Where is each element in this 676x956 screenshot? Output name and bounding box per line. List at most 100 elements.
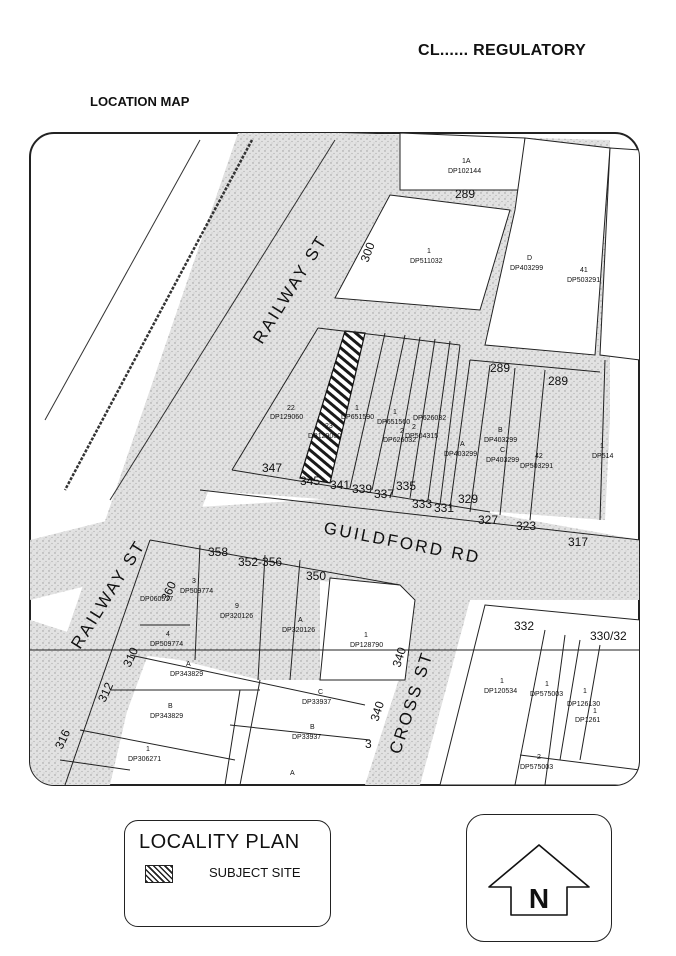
house-number: 331 [434, 501, 454, 515]
lot-label: 2 [400, 428, 404, 435]
lot-label: DP403299 [486, 457, 519, 464]
lot-label: DP060577 [140, 596, 173, 603]
lot-label: 1 [393, 409, 397, 416]
lot-label: DP575003 [520, 764, 553, 771]
subject-site-label: SUBJECT SITE [209, 865, 301, 880]
house-number: 329 [458, 492, 478, 506]
lot-label: A [290, 770, 295, 777]
lot-label: 3 [192, 578, 196, 585]
house-number: 289 [455, 187, 475, 201]
lot-label: DP626032 [413, 415, 446, 422]
house-number: 341 [330, 478, 350, 492]
lot-label: 1 [427, 248, 431, 255]
house-number: 347 [262, 461, 282, 475]
house-number: 335 [396, 479, 416, 493]
house-number: 350 [306, 569, 326, 583]
lot-label: A [298, 617, 303, 624]
north-arrow-box: N [466, 814, 612, 942]
lot-label: DP503291 [520, 463, 553, 470]
lot-label: B [310, 724, 315, 731]
railway-line [44, 139, 336, 501]
lot-label: B [498, 427, 503, 434]
lot-label: DP514 [592, 453, 614, 460]
document-header: CL...... REGULATORY [418, 42, 587, 59]
lot-label: DP403299 [484, 437, 517, 444]
house-number: 337 [374, 487, 394, 501]
lot-label: DP102144 [448, 168, 481, 175]
lot-label: 1 [146, 746, 150, 753]
lower-left-shading [30, 620, 140, 785]
lot-label: 42 [535, 453, 543, 460]
lot-label: 41 [580, 267, 588, 274]
house-numbers: 289 300 289 289 347 345 341 339 337 335 … [52, 187, 627, 751]
lot-label: C [318, 689, 323, 696]
lot-label: D [527, 255, 532, 262]
house-number: 327 [478, 513, 498, 527]
house-number: 339 [352, 482, 372, 496]
lot-label: DP403299 [510, 265, 543, 272]
lot-label: DP343829 [170, 671, 203, 678]
house-number: 332 [514, 619, 534, 633]
lot-label: DP120534 [484, 688, 517, 695]
north-label: N [529, 883, 549, 914]
legend-title: LOCALITY PLAN [139, 831, 300, 853]
lot-label: DP1261 [575, 717, 600, 724]
lot-label: 1 [355, 405, 359, 412]
lot-label: DP343829 [150, 713, 183, 720]
lot-label: DP320126 [220, 613, 253, 620]
lot-label: DP504315 [405, 433, 438, 440]
house-number: 289 [548, 374, 568, 388]
lot-label: 1 [583, 688, 587, 695]
lot-label: 23 [325, 423, 333, 430]
lot-label: 1 [600, 443, 604, 450]
lot-label: DP575003 [530, 691, 563, 698]
lot-label: 2 [537, 754, 541, 761]
lot-label: DP511032 [410, 258, 443, 265]
lot-label: DP403299 [444, 451, 477, 458]
lot-label: DP33937 [292, 734, 321, 741]
legend-box: LOCALITY PLAN SUBJECT SITE [124, 820, 331, 927]
lot-label: C [500, 447, 505, 454]
cross-st-shading [365, 585, 470, 785]
lot-label: DP33937 [302, 699, 331, 706]
lot-label: A [460, 441, 465, 448]
house-number: 358 [208, 545, 228, 559]
lot-label: 1A [462, 158, 471, 165]
lot-dp403299-white [484, 137, 611, 356]
lot-label: DP503291 [567, 277, 600, 284]
lot-label: 22 [287, 405, 295, 412]
lot-dp503291-white [599, 147, 639, 361]
lot-label: A [186, 661, 191, 668]
lot-label: DP306271 [128, 756, 161, 763]
lot-label: DP128790 [350, 642, 383, 649]
lot-label: DP509774 [150, 641, 183, 648]
lot-label: DP626032 [383, 437, 416, 444]
lot-label: 1 [500, 678, 504, 685]
lot-label: DP126130 [567, 701, 600, 708]
lot-label: 1 [593, 708, 597, 715]
lot-label: DP509774 [180, 588, 213, 595]
house-number: 323 [516, 519, 536, 533]
lot-label: 1 [364, 632, 368, 639]
parcel-lines [30, 327, 639, 785]
lot-label: 9 [235, 603, 239, 610]
house-number: 289 [490, 361, 510, 375]
house-number: 345 [300, 474, 320, 488]
lot-dp511032-white [334, 194, 511, 311]
house-number: 340 [390, 645, 410, 669]
lot-label: DP651560 [377, 419, 410, 426]
lot-label: B [168, 703, 173, 710]
house-number: 330/32 [590, 629, 627, 643]
house-number: 333 [412, 497, 432, 511]
house-number: 317 [568, 535, 588, 549]
house-number: 300 [358, 240, 378, 264]
lot-label: 1 [545, 681, 549, 688]
lot-label: DP651590 [341, 414, 374, 421]
house-number: 352-356 [238, 555, 282, 569]
lot-label: 2 [412, 424, 416, 431]
north-arrow-icon: N [488, 844, 590, 916]
lot-label: DP320126 [282, 627, 315, 634]
location-map-heading: LOCATION MAP [90, 94, 190, 109]
subject-site-swatch [145, 865, 173, 883]
